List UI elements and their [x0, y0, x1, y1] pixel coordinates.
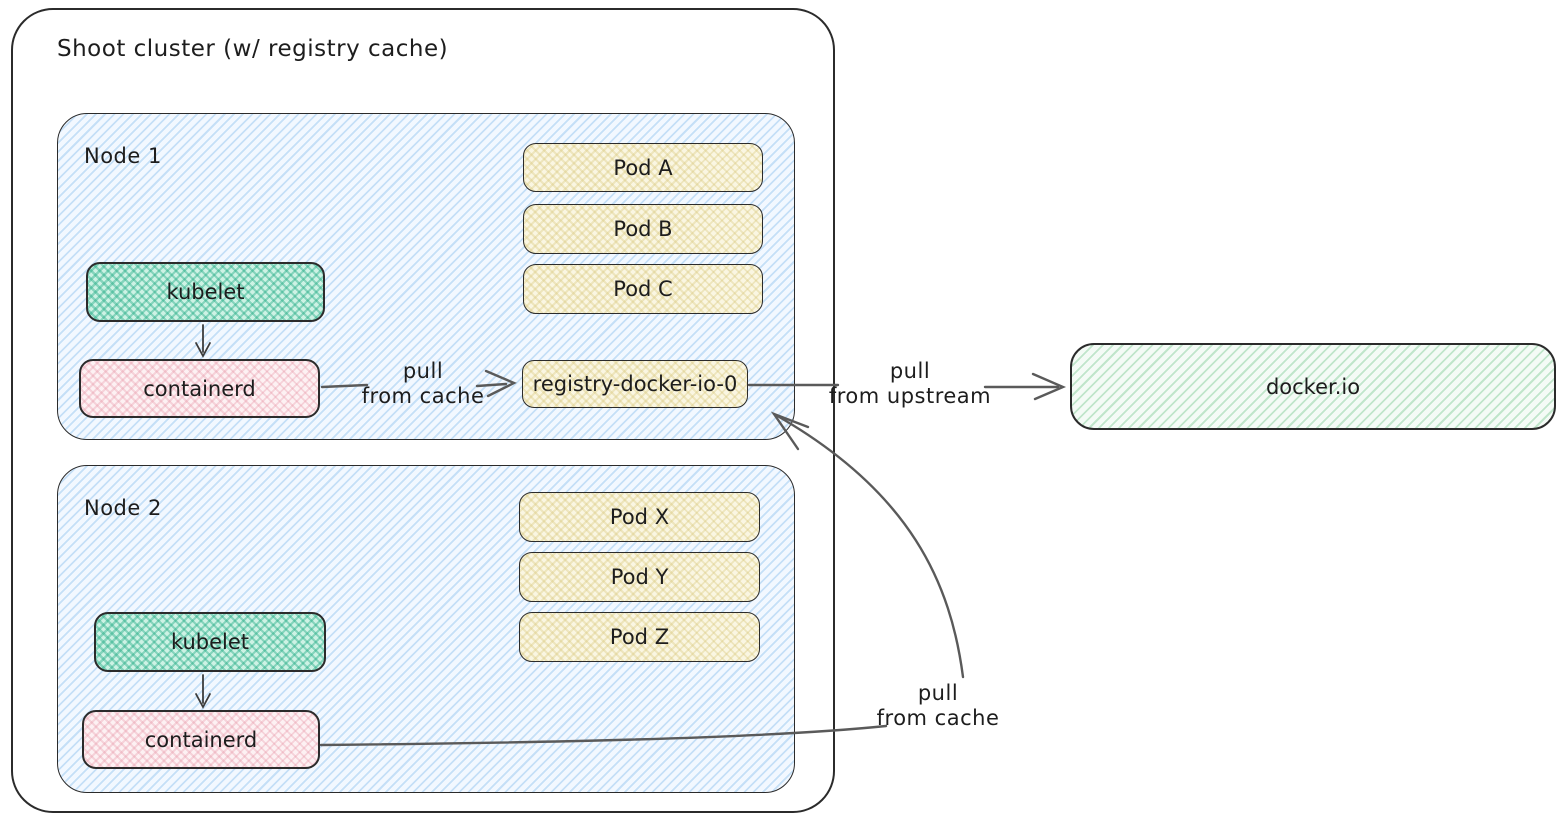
- edge-label-line: from upstream: [828, 384, 992, 408]
- node1-pod-c-label: Pod C: [613, 277, 673, 301]
- node2-pod-z: Pod Z: [519, 612, 760, 662]
- node1-pod-a: Pod A: [523, 143, 763, 192]
- node2-kubelet-label: kubelet: [170, 630, 250, 654]
- node1-kubelet-label: kubelet: [166, 280, 245, 304]
- node1-label: Node 1: [84, 144, 162, 168]
- shoot-cluster-title: Shoot cluster (w/ registry cache): [57, 36, 449, 62]
- node2-kubelet-box: kubelet: [94, 612, 326, 672]
- node2-label: Node 2: [84, 496, 162, 520]
- edge-label-line: from cache: [876, 706, 1000, 730]
- registry-docker-io-0-label: registry-docker-io-0: [532, 372, 738, 396]
- edge-label-pull-from-cache-node1: pull from cache: [348, 359, 498, 409]
- edge-label-line: pull: [917, 681, 959, 705]
- node2-pod-x: Pod X: [519, 492, 760, 542]
- node2-pod-y: Pod Y: [519, 552, 760, 602]
- node2-pod-x-label: Pod X: [609, 505, 670, 529]
- node1-pod-c: Pod C: [523, 264, 763, 314]
- node2-containerd-box: containerd: [82, 710, 320, 769]
- edge-label-pull-from-upstream: pull from upstream: [828, 359, 992, 409]
- node2-containerd-label: containerd: [144, 727, 258, 752]
- node1-pod-b-label: Pod B: [613, 217, 673, 241]
- docker-io-box: docker.io: [1070, 343, 1556, 430]
- node1-kubelet-box: kubelet: [86, 262, 325, 322]
- node1-pod-b: Pod B: [523, 204, 763, 254]
- node1-pod-a-label: Pod A: [613, 155, 673, 180]
- registry-docker-io-0-box: registry-docker-io-0: [522, 360, 748, 408]
- docker-io-label: docker.io: [1265, 374, 1361, 399]
- edge-registry-dockerio-arrowhead: [1031, 372, 1067, 401]
- node2-pod-y-label: Pod Y: [610, 565, 669, 589]
- edge-label-pull-from-cache-node2: pull from cache: [862, 681, 1014, 731]
- edge-label-line: pull: [402, 359, 444, 383]
- node2-pod-z-label: Pod Z: [609, 625, 670, 649]
- node1-containerd-label: containerd: [143, 376, 256, 401]
- edge-label-line: pull: [889, 359, 931, 383]
- node1-containerd-box: containerd: [79, 359, 320, 418]
- edge-label-line: from cache: [361, 384, 485, 408]
